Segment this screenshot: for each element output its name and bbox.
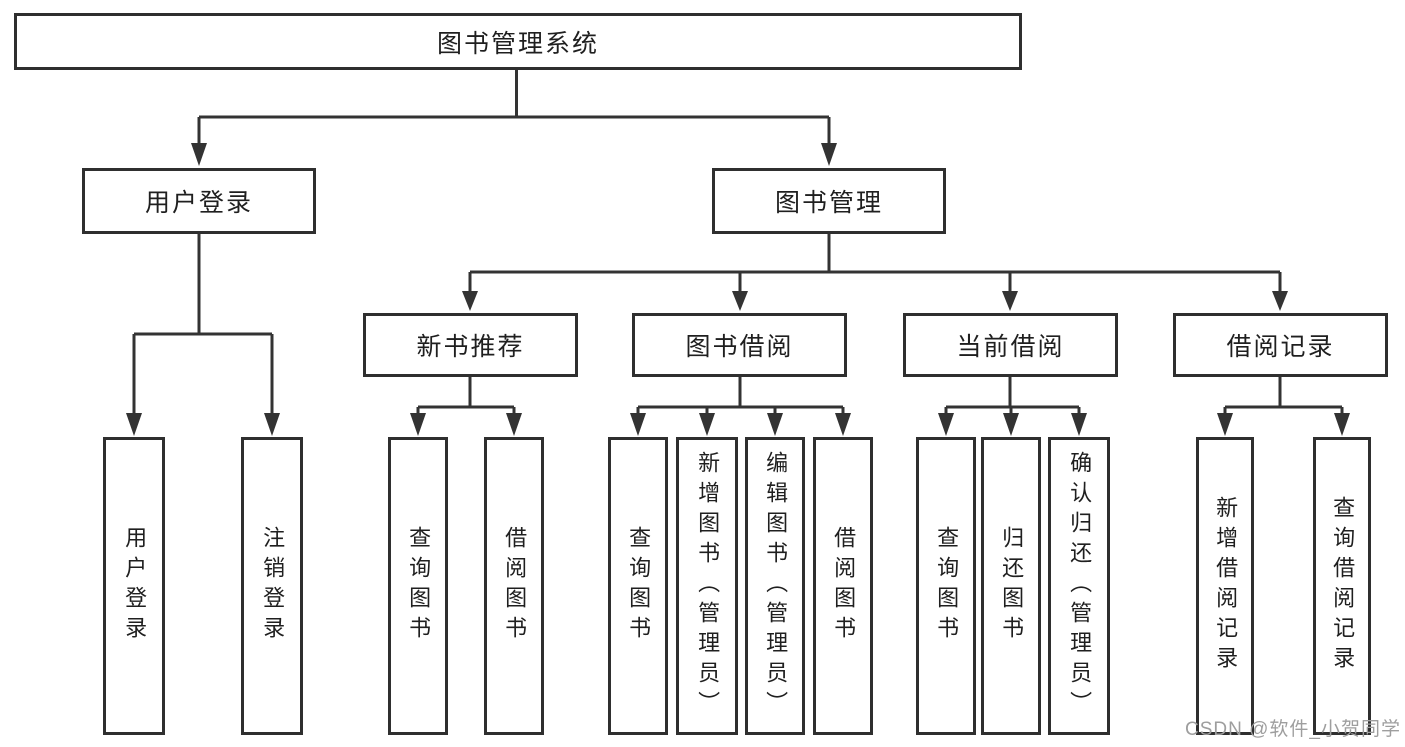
leaf-add-book-admin: 新增图书（管理员） <box>676 437 738 735</box>
node-label: 图书管理 <box>774 189 883 217</box>
leaf-label: 查询图书 <box>406 526 432 646</box>
node-label: 用户登录 <box>144 189 253 217</box>
node-label: 新书推荐 <box>416 333 525 361</box>
node-library-management-system: 图书管理系统 <box>14 13 1022 70</box>
node-label: 借阅记录 <box>1226 333 1335 361</box>
leaf-label: 新增图书（管理员） <box>695 451 721 721</box>
leaf-label: 查询借阅记录 <box>1330 496 1356 676</box>
node-book-borrow: 图书借阅 <box>632 313 847 377</box>
leaf-query-books-current: 查询图书 <box>916 437 976 735</box>
leaf-query-books-borrow: 查询图书 <box>608 437 668 735</box>
leaf-label: 编辑图书（管理员） <box>763 451 789 721</box>
leaf-label: 归还图书 <box>999 526 1025 646</box>
leaf-label: 借阅图书 <box>502 526 528 646</box>
leaf-logout: 注销登录 <box>241 437 303 735</box>
node-book-management: 图书管理 <box>712 168 946 234</box>
leaf-label: 用户登录 <box>122 526 148 646</box>
leaf-user-login: 用户登录 <box>103 437 165 735</box>
leaf-label: 借阅图书 <box>831 526 857 646</box>
leaf-query-books-recommend: 查询图书 <box>388 437 448 735</box>
leaf-edit-book-admin: 编辑图书（管理员） <box>745 437 805 735</box>
leaf-label: 查询图书 <box>626 526 652 646</box>
leaf-add-borrow-record: 新增借阅记录 <box>1196 437 1254 735</box>
leaf-query-borrow-record: 查询借阅记录 <box>1313 437 1371 735</box>
node-label: 图书管理系统 <box>436 29 599 58</box>
leaf-label: 查询图书 <box>934 526 960 646</box>
leaf-confirm-return-admin: 确认归还（管理员） <box>1048 437 1110 735</box>
leaf-label: 确认归还（管理员） <box>1067 451 1093 721</box>
leaf-return-books: 归还图书 <box>981 437 1041 735</box>
leaf-label: 注销登录 <box>260 526 286 646</box>
node-label: 当前借阅 <box>956 333 1065 361</box>
node-new-book-recommend: 新书推荐 <box>363 313 578 377</box>
node-current-borrow: 当前借阅 <box>903 313 1118 377</box>
leaf-borrow-books-recommend: 借阅图书 <box>484 437 544 735</box>
node-label: 图书借阅 <box>685 333 794 361</box>
csdn-watermark: CSDN @软件_小贺同学 <box>1185 719 1401 740</box>
node-user-login: 用户登录 <box>82 168 316 234</box>
leaf-borrow-books: 借阅图书 <box>813 437 873 735</box>
leaf-label: 新增借阅记录 <box>1213 496 1239 676</box>
node-borrow-records: 借阅记录 <box>1173 313 1388 377</box>
